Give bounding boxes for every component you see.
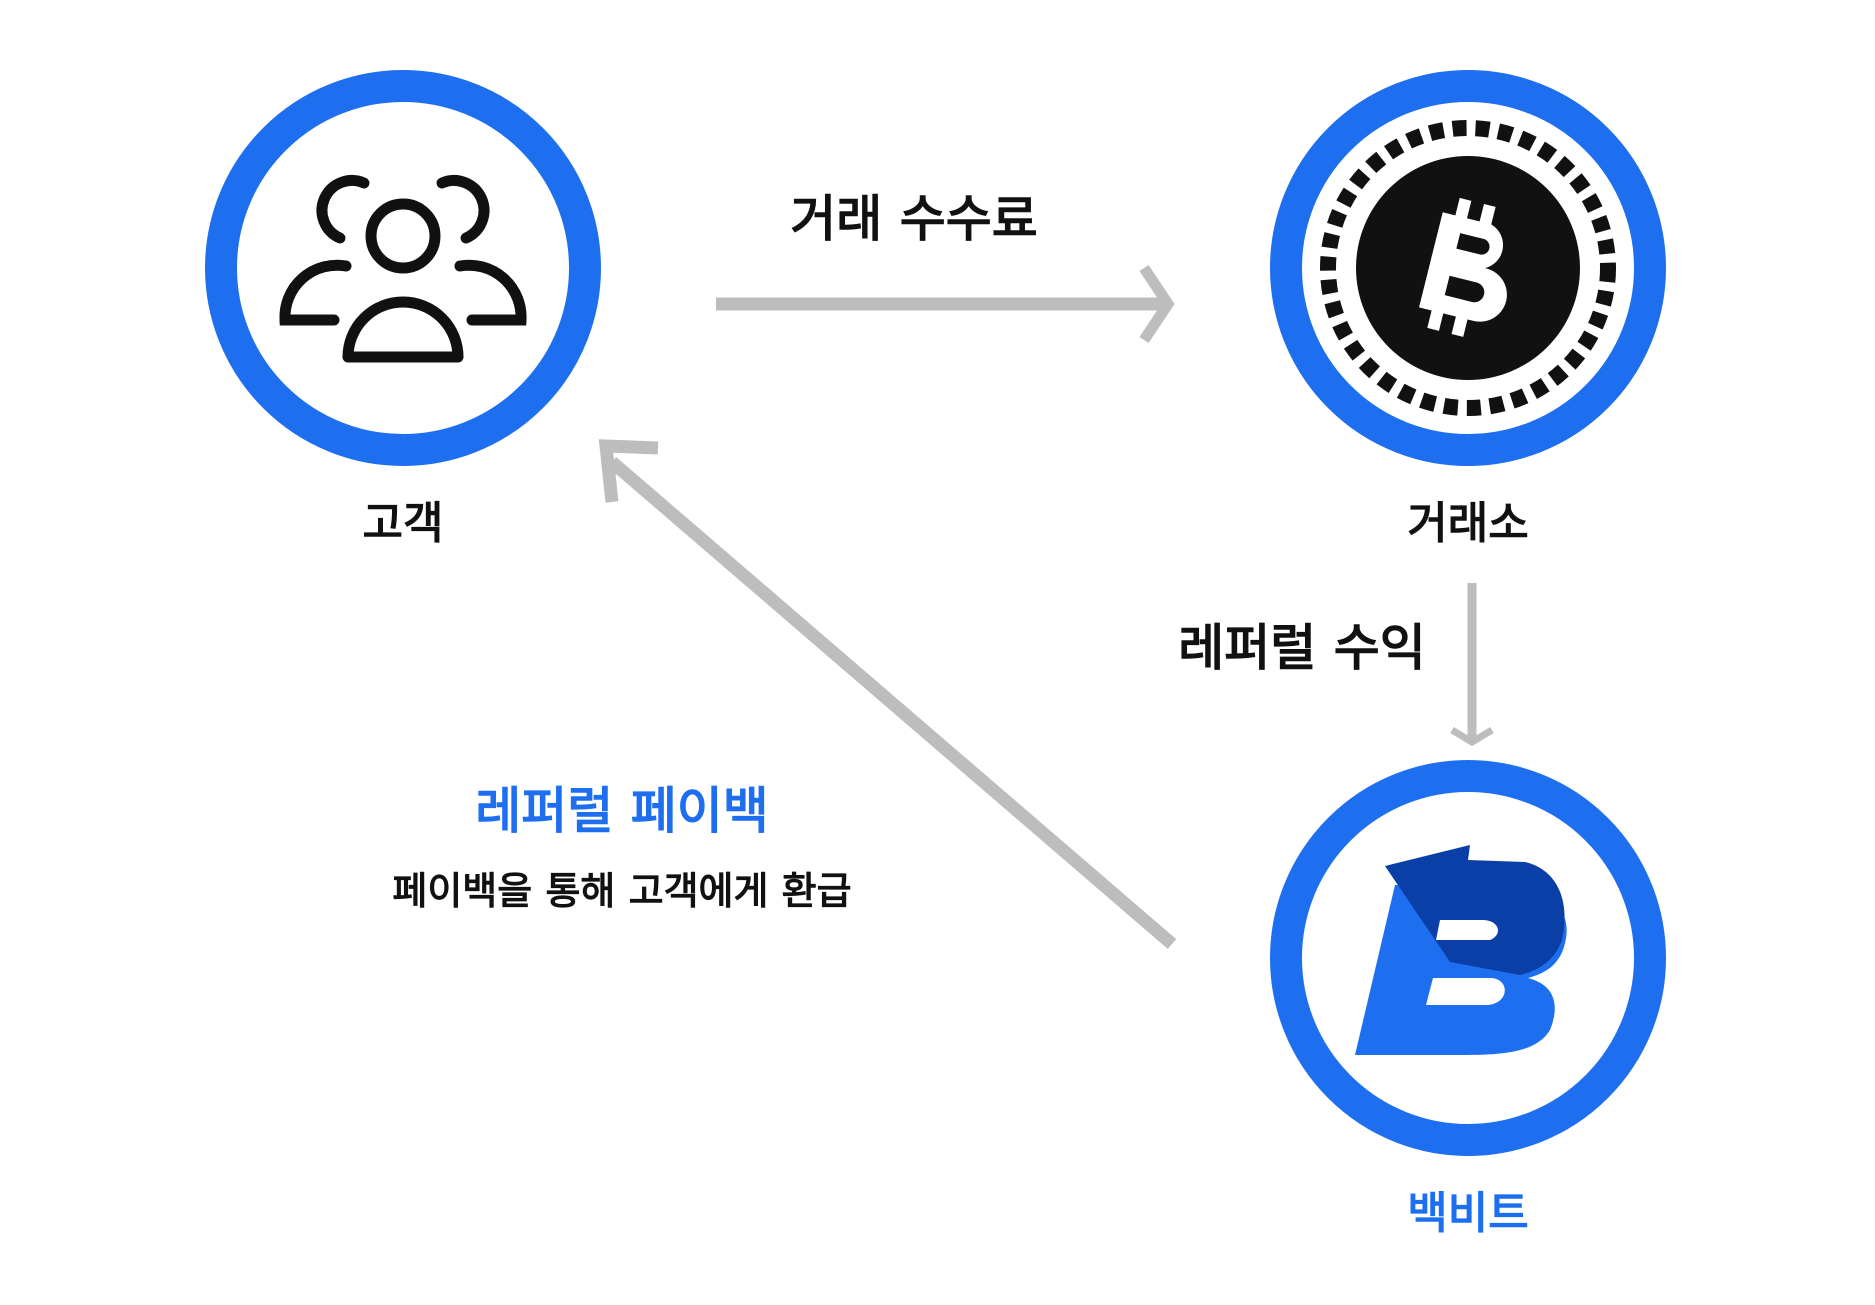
bitcoin-coin-icon (1320, 120, 1616, 416)
referral-payback-subtitle: 페이백을 통해 고객에게 환급 (392, 869, 851, 913)
users-icon (279, 175, 527, 363)
referral-payback-edge: 레퍼럴 페이백 페이백을 통해 고객에게 환급 (392, 439, 1177, 949)
trading-fee-label: 거래 수수료 (790, 190, 1037, 248)
backbit-logo-icon (1355, 845, 1567, 1055)
backbit-label: 백비트 (1407, 1188, 1528, 1239)
exchange-label: 거래소 (1407, 498, 1528, 549)
customer-node: 고객 (205, 70, 601, 549)
referral-income-label: 레퍼럴 수익 (1178, 619, 1425, 677)
referral-payback-title: 레퍼럴 페이백 (475, 782, 768, 840)
customer-label: 고객 (363, 498, 444, 549)
exchange-node: 거래소 (1270, 70, 1666, 549)
referral-income-edge: 레퍼럴 수익 (1178, 583, 1494, 747)
trading-fee-arrowhead (1139, 264, 1175, 344)
referral-payback-arrow (607, 457, 1177, 949)
referral-income-arrowhead (1450, 726, 1494, 747)
trading-fee-edge: 거래 수수료 (716, 190, 1175, 344)
referral-payback-arrowhead (598, 439, 659, 503)
backbit-node: 백비트 (1270, 760, 1666, 1239)
